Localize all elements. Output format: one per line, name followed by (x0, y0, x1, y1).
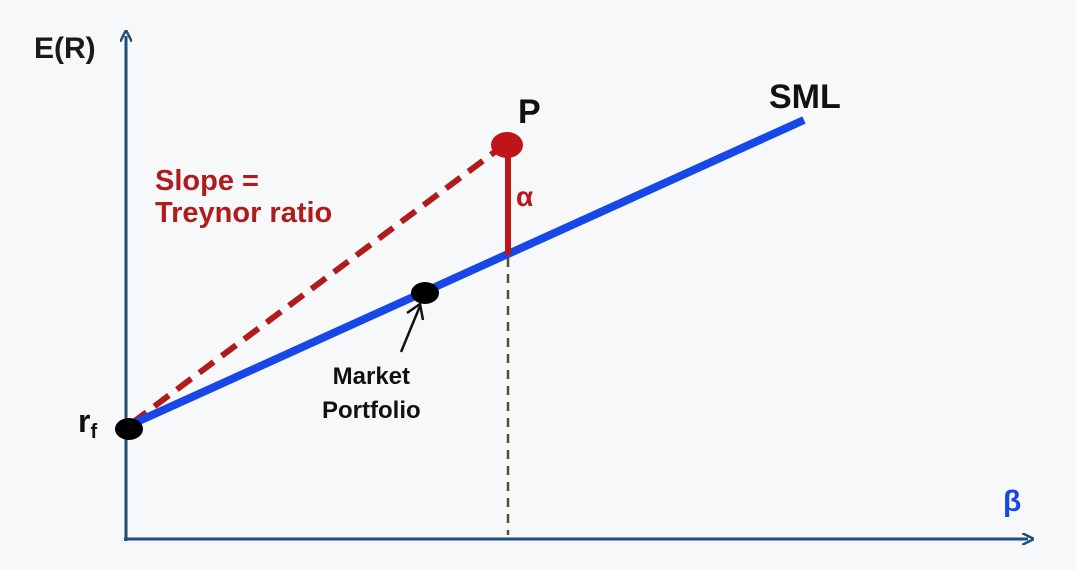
alpha-label: α (516, 181, 534, 212)
market-label-line1: Market (332, 363, 411, 390)
treynor-ratio-label: Slope = Treynor ratio (155, 165, 332, 230)
treynor-label-line2: Treynor ratio (155, 197, 333, 230)
y-axis-label: E(R) (34, 32, 96, 65)
portfolio-point (491, 132, 523, 158)
risk-free-label: rf (78, 403, 98, 443)
rf-point (115, 418, 143, 440)
x-axis-label: β (1003, 485, 1022, 518)
market-portfolio-label: Market Portfolio (322, 360, 421, 427)
sml-line (126, 116, 806, 430)
market-portfolio-point (411, 282, 439, 304)
market-label-line2: Portfolio (322, 396, 421, 424)
portfolio-label: P (518, 93, 541, 131)
treynor-ratio-line (130, 145, 502, 426)
sml-label: SML (769, 78, 841, 116)
treynor-label-line1: Slope = (155, 165, 259, 197)
market-pointer-arrow (399, 301, 425, 353)
